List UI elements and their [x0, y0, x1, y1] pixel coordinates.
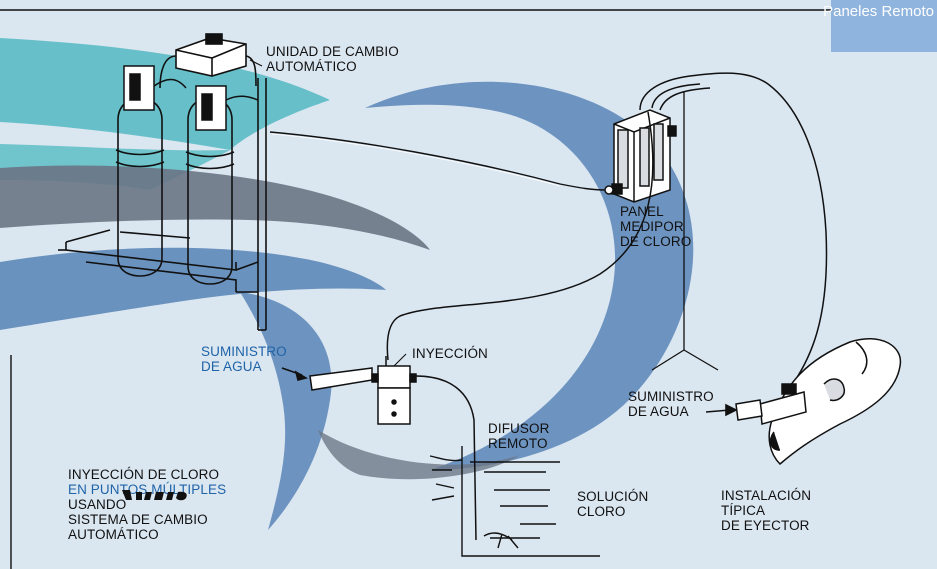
swoosh-arc-small — [240, 292, 332, 530]
label-injection: INYECCIÓN — [412, 346, 488, 361]
swoosh-gray-bottom — [318, 430, 520, 480]
leader-lines — [249, 59, 407, 367]
label-water-supply-right: SUMINISTRO DE AGUA — [628, 389, 714, 419]
swoosh-teal — [0, 38, 330, 150]
vacuum-line-inner — [271, 133, 561, 187]
water-arrows — [281, 367, 738, 417]
injection-assembly — [309, 356, 477, 541]
swoosh-gray — [0, 165, 430, 250]
ejector-assembly — [735, 337, 902, 466]
section-banner: Paneles Remoto — [823, 0, 937, 52]
cylinder-regulators — [123, 65, 259, 131]
caption-line-4: SISTEMA DE CAMBIO — [68, 512, 208, 527]
label-changeover-unit: UNIDAD DE CAMBIO AUTOMÁTICO — [266, 44, 399, 74]
label-solution: SOLUCIÓN CLORO — [577, 489, 649, 519]
hydro-logo-icon — [122, 490, 187, 501]
label-remote-panel: PANEL MEDIPOR DE CLORO — [620, 204, 692, 249]
swoosh-blue-mid — [0, 247, 386, 330]
vacuum-line-to-panel — [269, 131, 607, 191]
stand — [651, 92, 719, 371]
swoosh-arc-large — [365, 81, 694, 470]
solution-tank — [429, 446, 600, 557]
cylinder-rack — [58, 78, 267, 331]
label-water-supply-left: SUMINISTRO DE AGUA — [201, 344, 287, 374]
banner-title: Paneles Remoto — [823, 3, 934, 20]
label-ejector-install: INSTALACIÓN TÍPICA DE EYECTOR — [721, 488, 812, 533]
caption-line-3: USANDO — [68, 497, 127, 512]
changeover-unit — [159, 33, 257, 89]
caption-line-1: INYECCIÓN DE CLORO — [68, 467, 220, 482]
label-remote-diffuser: DIFUSOR REMOTO — [488, 421, 550, 451]
caption-line-5: AUTOMÁTICO — [68, 527, 159, 542]
panel-hoses — [386, 72, 828, 389]
remote-panel — [604, 109, 677, 203]
